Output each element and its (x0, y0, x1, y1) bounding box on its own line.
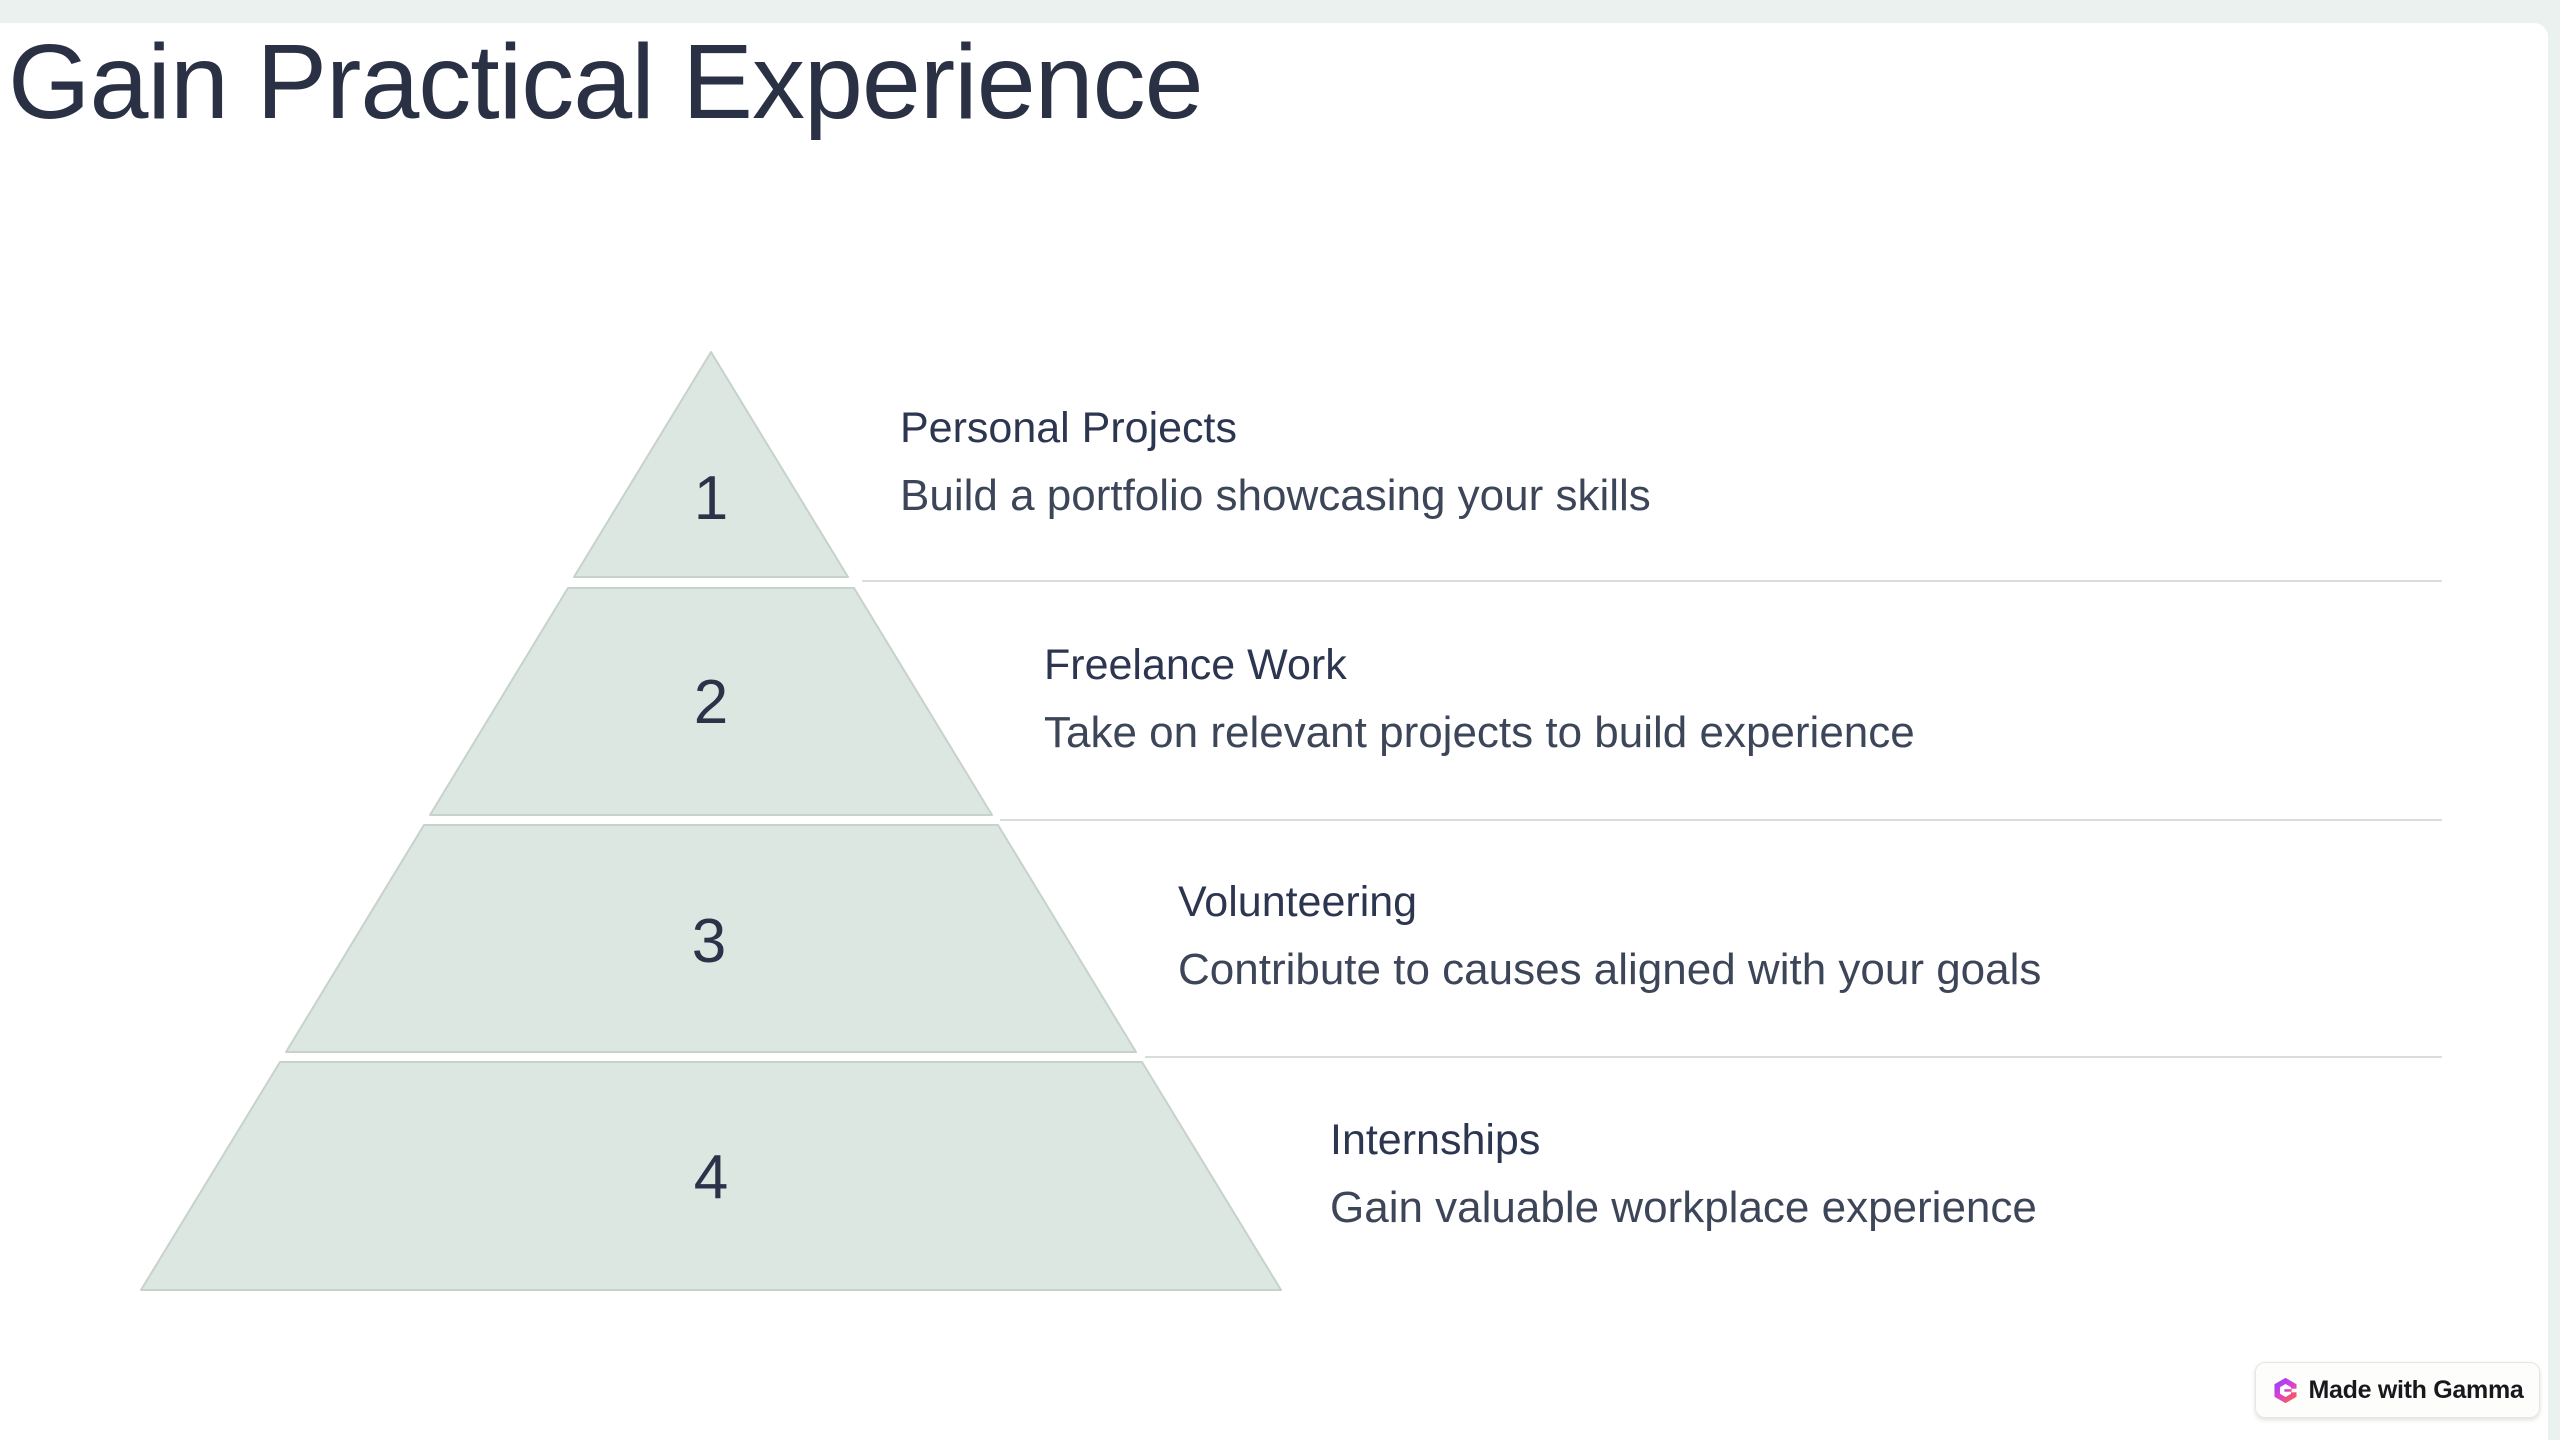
level-2-title: Freelance Work (1044, 641, 1347, 689)
made-with-gamma-badge[interactable]: Made with Gamma (2255, 1362, 2540, 1418)
badge-label: Made with Gamma (2308, 1375, 2524, 1404)
level-1-description: Build a portfolio showcasing your skills (900, 470, 1651, 520)
gamma-logo-icon (2273, 1377, 2299, 1403)
level-2-description: Take on relevant projects to build exper… (1044, 707, 1915, 757)
level-4-description: Gain valuable workplace experience (1330, 1182, 2037, 1232)
page-title: Gain Practical Experience (8, 23, 1204, 141)
tier-2-number: 2 (694, 668, 728, 737)
tier-1-number: 1 (694, 464, 728, 533)
level-text-3: Volunteering Contribute to causes aligne… (1178, 876, 2328, 997)
pyramid-tier-2-shape (429, 587, 993, 816)
tier-3-number: 3 (692, 907, 726, 976)
pyramid-tier-4-shape (140, 1061, 1282, 1291)
level-text-2: Freelance Work Take on relevant projects… (1044, 639, 2194, 760)
pyramid-tier-3-shape (285, 824, 1137, 1053)
level-text-4: Internships Gain valuable workplace expe… (1330, 1114, 2480, 1235)
pyramid-tier-1-shape (573, 351, 849, 578)
tier-4-number: 4 (694, 1143, 728, 1212)
level-3-description: Contribute to causes aligned with your g… (1178, 944, 2042, 994)
level-4-title: Internships (1330, 1116, 1541, 1164)
level-text-1: Personal Projects Build a portfolio show… (900, 402, 2050, 523)
level-3-title: Volunteering (1178, 878, 1418, 926)
level-1-title: Personal Projects (900, 404, 1237, 452)
